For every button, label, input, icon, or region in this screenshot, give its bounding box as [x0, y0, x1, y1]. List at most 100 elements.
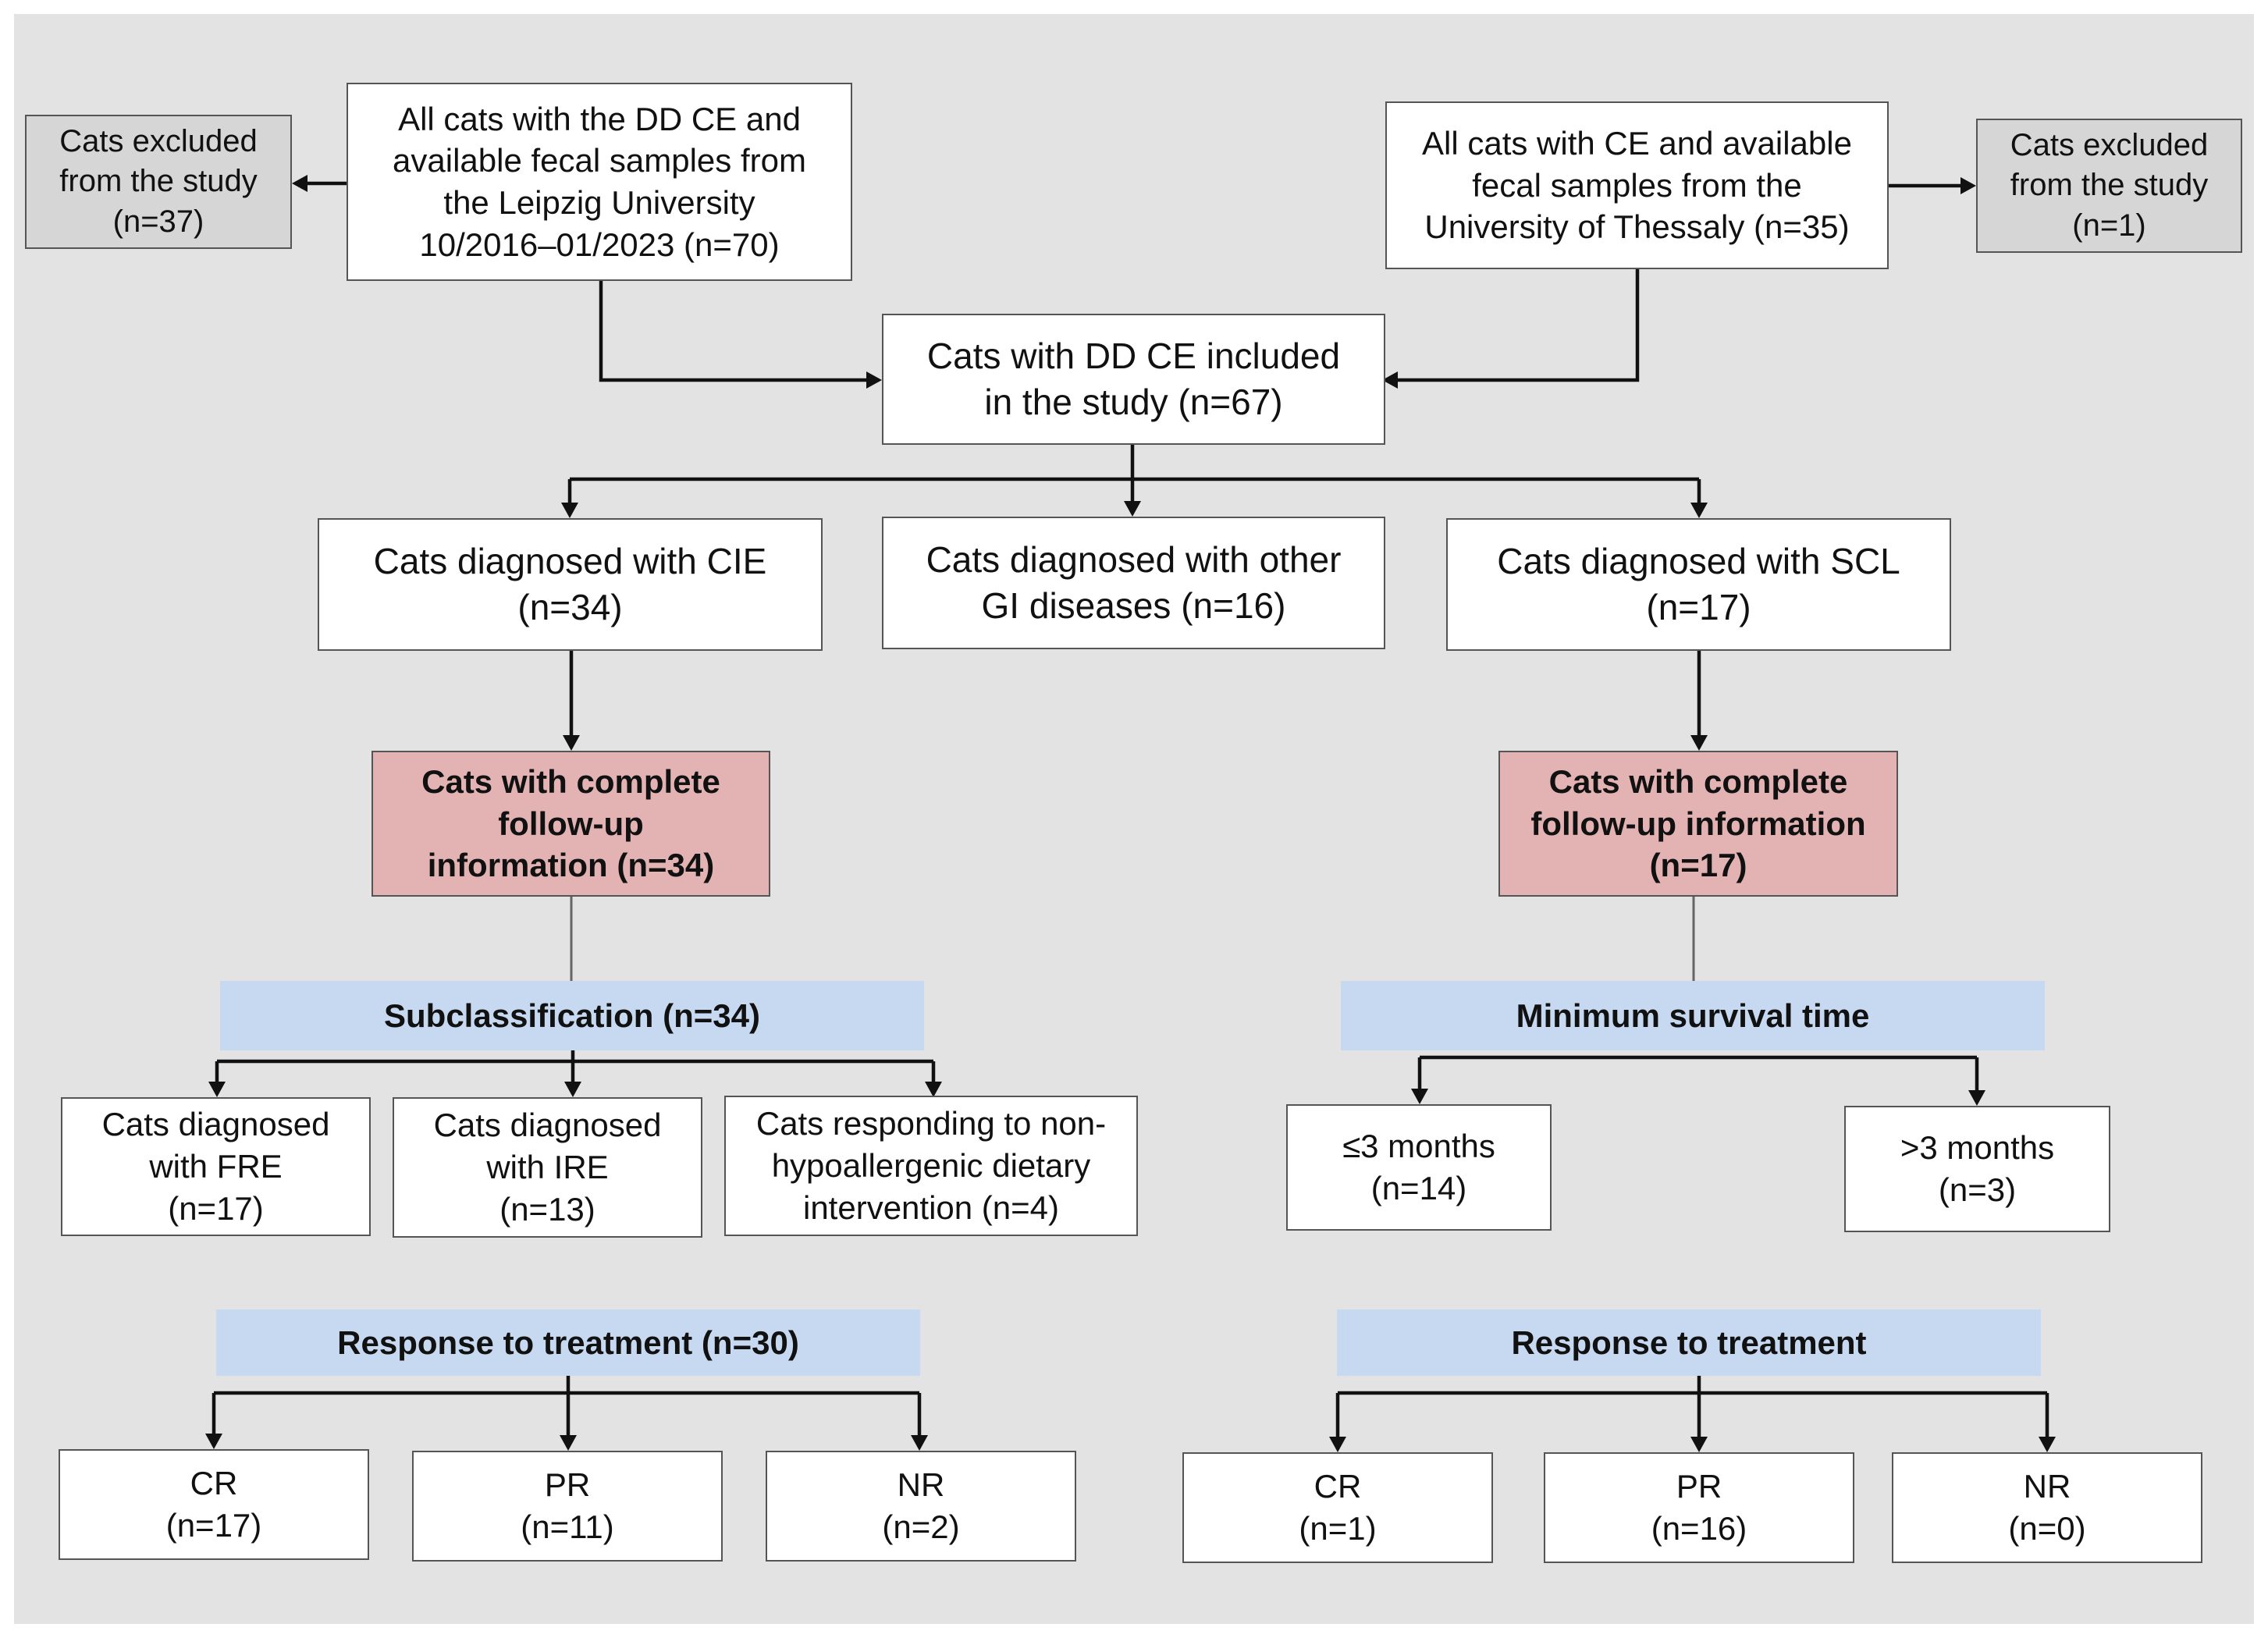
box-text: Cats diagnosed with SCL — [1497, 541, 1900, 582]
box-text: (n=2) — [882, 1508, 960, 1545]
box-text: GI diseases (n=16) — [981, 585, 1286, 626]
other-gi-box: Cats diagnosed with other GI diseases (n… — [882, 517, 1385, 649]
box-text: follow-up information — [1530, 805, 1866, 842]
box-text: (n=37) — [112, 204, 204, 239]
box-text: (n=3) — [1938, 1171, 2017, 1208]
box-text: (n=34) — [517, 587, 623, 627]
thessaly-source-box: All cats with CE and available fecal sam… — [1385, 101, 1889, 269]
arrow-thessaly-to-included — [1385, 269, 1640, 382]
arrowhead-left — [1382, 371, 1398, 389]
survival-gt3-months-box: >3 months (n=3) — [1844, 1106, 2110, 1232]
box-text: Cats with DD CE included — [926, 336, 1341, 377]
box-text: University of Thessaly (n=35) — [1424, 208, 1850, 246]
box-text: All cats with CE and available — [1422, 124, 1852, 162]
box-text: 10/2016–01/2023 (n=70) — [419, 226, 780, 263]
arrowhead-down — [1968, 1090, 1985, 1106]
box-text: NR — [2023, 1468, 2071, 1505]
arrowhead-down — [560, 1435, 577, 1451]
excluded-thessaly-box: Cats excluded from the study (n=1) — [1976, 119, 2242, 253]
connector-included-split — [570, 445, 1699, 481]
pr-cie-box: PR (n=11) — [412, 1451, 723, 1562]
arrowhead-right — [1961, 177, 1976, 194]
box-text: fecal samples from the — [1472, 166, 1802, 204]
arrowhead-down — [911, 1435, 928, 1451]
subclassification-banner: Subclassification (n=34) — [220, 981, 924, 1050]
arrowhead-right — [866, 371, 882, 389]
followup-cie-box: Cats with complete follow-up information… — [371, 751, 770, 897]
box-text: (n=1) — [2072, 208, 2146, 243]
response-cie-banner: Response to treatment (n=30) — [216, 1309, 920, 1376]
box-text: Cats excluded — [59, 124, 258, 159]
nr-scl-box: NR (n=0) — [1892, 1452, 2202, 1563]
banner-text: Response to treatment (n=30) — [337, 1324, 799, 1361]
excluded-leipzig-box: Cats excluded from the study (n=37) — [25, 115, 292, 249]
box-text: CR — [190, 1465, 238, 1502]
box-text: (n=11) — [521, 1508, 614, 1545]
arrowhead-left — [292, 175, 307, 192]
box-text: Cats diagnosed with other — [926, 539, 1342, 581]
box-text: NR — [897, 1466, 945, 1504]
box-text: follow-up — [498, 805, 644, 842]
arrowhead-down — [561, 503, 578, 518]
box-text: Cats with complete — [1548, 762, 1848, 800]
box-text: Cats responding to non- — [755, 1105, 1107, 1142]
min-survival-banner: Minimum survival time — [1341, 981, 2045, 1050]
box-text: Cats with complete — [421, 762, 720, 800]
box-text: (n=0) — [2008, 1510, 2086, 1547]
arrowhead-down — [925, 1082, 942, 1097]
cr-scl-box: CR (n=1) — [1182, 1452, 1493, 1563]
box-text: available fecal samples from — [393, 142, 806, 179]
box-text: (n=17) — [165, 1507, 262, 1544]
arrowhead-down — [2039, 1437, 2056, 1452]
arrowhead-down — [1329, 1437, 1346, 1452]
survival-le3-months-box: ≤3 months (n=14) — [1286, 1104, 1552, 1231]
box-text: (n=13) — [499, 1190, 595, 1228]
box-text: All cats with the DD CE and — [398, 100, 801, 137]
box-text: with FRE — [149, 1148, 283, 1185]
banner-text: Response to treatment — [1511, 1324, 1867, 1361]
followup-scl-box: Cats with complete follow-up information… — [1498, 751, 1898, 897]
box-text: CR — [1314, 1468, 1362, 1505]
ire-box: Cats diagnosed with IRE (n=13) — [393, 1097, 702, 1238]
cr-cie-box: CR (n=17) — [59, 1449, 369, 1560]
box-text: (n=1) — [1299, 1510, 1377, 1547]
banner-text: Minimum survival time — [1516, 997, 1870, 1034]
response-scl-banner: Response to treatment — [1337, 1309, 2041, 1376]
box-text: hypoallergenic dietary — [771, 1147, 1091, 1185]
box-text: (n=16) — [1651, 1510, 1747, 1547]
nr-cie-box: NR (n=2) — [766, 1451, 1076, 1562]
box-text: ≤3 months — [1342, 1128, 1495, 1165]
box-text: Cats diagnosed with CIE — [373, 541, 767, 582]
box-text: information (n=34) — [427, 847, 715, 884]
box-text: (n=17) — [168, 1189, 264, 1227]
cie-box: Cats diagnosed with CIE (n=34) — [318, 518, 823, 651]
arrowhead-down — [1124, 501, 1141, 517]
arrowhead-down — [1690, 1437, 1708, 1452]
box-text: the Leipzig University — [443, 184, 755, 221]
box-text: >3 months — [1900, 1129, 2055, 1167]
arrowhead-down — [563, 735, 580, 751]
box-text: in the study (n=67) — [984, 382, 1283, 422]
included-box: Cats with DD CE included in the study (n… — [882, 314, 1385, 445]
arrowhead-down — [205, 1434, 222, 1449]
arrowhead-down — [208, 1082, 226, 1097]
box-text: (n=17) — [1649, 847, 1747, 884]
scl-box: Cats diagnosed with SCL (n=17) — [1446, 518, 1951, 651]
box-text: Cats excluded — [2010, 128, 2209, 163]
non-hypoallergenic-box: Cats responding to non- hypoallergenic d… — [724, 1096, 1138, 1236]
box-text: Cats diagnosed — [101, 1106, 330, 1143]
box-text: from the study — [2010, 168, 2209, 203]
arrowhead-down — [1690, 735, 1708, 751]
box-text: (n=17) — [1646, 587, 1751, 627]
box-text: PR — [1676, 1468, 1722, 1505]
fre-box: Cats diagnosed with FRE (n=17) — [61, 1097, 371, 1236]
pr-scl-box: PR (n=16) — [1544, 1452, 1854, 1563]
leipzig-source-box: All cats with the DD CE and available fe… — [347, 83, 852, 281]
box-text: intervention (n=4) — [802, 1189, 1060, 1226]
arrowhead-down — [1411, 1089, 1428, 1104]
arrowhead-down — [1690, 503, 1708, 518]
arrow-leipzig-to-included — [599, 281, 879, 382]
box-text: PR — [544, 1466, 591, 1504]
box-text: Cats diagnosed — [433, 1107, 662, 1144]
